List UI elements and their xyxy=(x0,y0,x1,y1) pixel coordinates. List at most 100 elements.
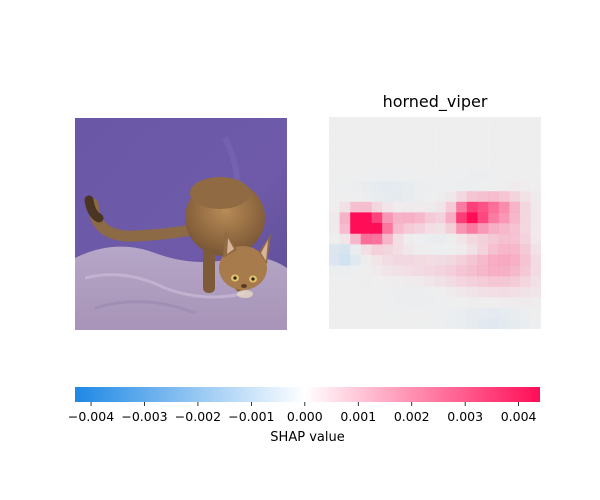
heatmap-cell xyxy=(413,318,425,329)
heatmap-cell xyxy=(435,286,446,298)
heatmap-cell xyxy=(329,254,340,266)
heatmap-cell xyxy=(466,138,478,150)
heatmap-cell xyxy=(519,138,531,150)
heatmap-cell xyxy=(445,159,457,171)
heatmap-cell xyxy=(509,265,521,277)
heatmap-cell xyxy=(329,148,340,160)
heatmap-cell xyxy=(488,148,499,160)
heatmap-cell xyxy=(403,148,415,160)
heatmap-cell xyxy=(445,170,457,181)
heatmap-cell xyxy=(360,223,372,234)
heatmap-cell xyxy=(477,307,489,319)
heatmap-cell xyxy=(445,127,457,139)
heatmap-cell xyxy=(392,244,404,256)
heatmap-cell xyxy=(456,148,468,160)
heatmap-cell xyxy=(360,191,372,203)
colorbar-tick-label: −0.004 xyxy=(68,409,114,424)
heatmap-cell xyxy=(392,223,404,234)
heatmap-cell xyxy=(445,318,457,329)
heatmap-cell xyxy=(466,286,478,298)
heatmap-cell xyxy=(530,276,541,287)
heatmap-cell xyxy=(456,191,468,203)
heatmap-cell xyxy=(382,127,393,139)
heatmap-cell xyxy=(339,307,351,319)
heatmap-cell xyxy=(466,148,478,160)
heatmap-cell xyxy=(360,138,372,150)
heatmap-cell xyxy=(360,254,372,266)
heatmap-cell xyxy=(488,127,499,139)
heatmap-cell xyxy=(382,318,393,329)
heatmap-cell xyxy=(382,254,393,266)
heatmap-cell xyxy=(466,159,478,171)
heatmap-cell xyxy=(382,297,393,309)
colorbar-tick-label: −0.003 xyxy=(121,409,167,424)
heatmap-cell xyxy=(371,318,383,329)
colorbar-tick-label: 0.002 xyxy=(394,409,430,424)
heatmap-cell xyxy=(435,138,446,150)
heatmap-cell xyxy=(403,233,415,245)
heatmap-cell xyxy=(519,233,531,245)
heatmap-cell xyxy=(360,180,372,192)
heatmap-cell xyxy=(350,117,362,128)
heatmap-cell xyxy=(360,265,372,277)
heatmap-cell xyxy=(329,191,340,203)
heatmap-cell xyxy=(424,318,436,329)
heatmap-cell xyxy=(477,286,489,298)
heatmap-cell xyxy=(488,254,499,266)
heatmap-cell xyxy=(403,265,415,277)
heatmap-cell xyxy=(456,286,468,298)
heatmap-cell xyxy=(371,138,383,150)
heatmap-cell xyxy=(509,223,521,234)
heatmap-cell xyxy=(435,265,446,277)
heatmap-cell xyxy=(498,170,510,181)
heatmap-cell xyxy=(445,201,457,213)
heatmap-cell xyxy=(488,212,499,224)
heatmap-cell xyxy=(530,265,541,277)
heatmap-cell xyxy=(403,307,415,319)
heatmap-cell xyxy=(329,159,340,171)
heatmap-cell xyxy=(477,318,489,329)
heatmap-cell xyxy=(371,244,383,256)
heatmap-cell xyxy=(424,170,436,181)
heatmap-cell xyxy=(329,233,340,245)
heatmap-cell xyxy=(498,138,510,150)
heatmap-cell xyxy=(339,297,351,309)
heatmap-cell xyxy=(413,159,425,171)
heatmap-cell xyxy=(456,223,468,234)
heatmap-cell xyxy=(371,191,383,203)
heatmap-cell xyxy=(445,212,457,224)
heatmap-cell xyxy=(445,233,457,245)
heatmap-cell xyxy=(498,212,510,224)
heatmap-cell xyxy=(509,276,521,287)
heatmap-cell xyxy=(488,297,499,309)
heatmap-cell xyxy=(371,127,383,139)
heatmap-cell xyxy=(530,170,541,181)
heatmap-cell xyxy=(339,244,351,256)
heatmap-cell xyxy=(403,212,415,224)
heatmap-cell xyxy=(466,223,478,234)
heatmap-cell xyxy=(339,276,351,287)
heatmap-cell xyxy=(498,201,510,213)
heatmap-cell xyxy=(466,307,478,319)
heatmap-cell xyxy=(466,117,478,128)
heatmap-cell xyxy=(445,117,457,128)
heatmap-cell xyxy=(466,170,478,181)
heatmap-cell xyxy=(350,244,362,256)
heatmap-cell xyxy=(445,244,457,256)
heatmap-cell xyxy=(392,212,404,224)
heatmap-cell xyxy=(329,297,340,309)
heatmap-cell xyxy=(519,265,531,277)
heatmap-cell xyxy=(509,180,521,192)
heatmap-cell xyxy=(403,159,415,171)
heatmap-cell xyxy=(339,254,351,266)
heatmap-cell xyxy=(392,138,404,150)
heatmap-cell xyxy=(413,212,425,224)
heatmap-cell xyxy=(339,201,351,213)
heatmap-cell xyxy=(371,286,383,298)
heatmap-cell xyxy=(424,233,436,245)
heatmap-cell xyxy=(488,307,499,319)
heatmap-cell xyxy=(456,276,468,287)
heatmap-cell xyxy=(413,127,425,139)
heatmap-cell xyxy=(435,148,446,160)
heatmap-cell xyxy=(403,318,415,329)
